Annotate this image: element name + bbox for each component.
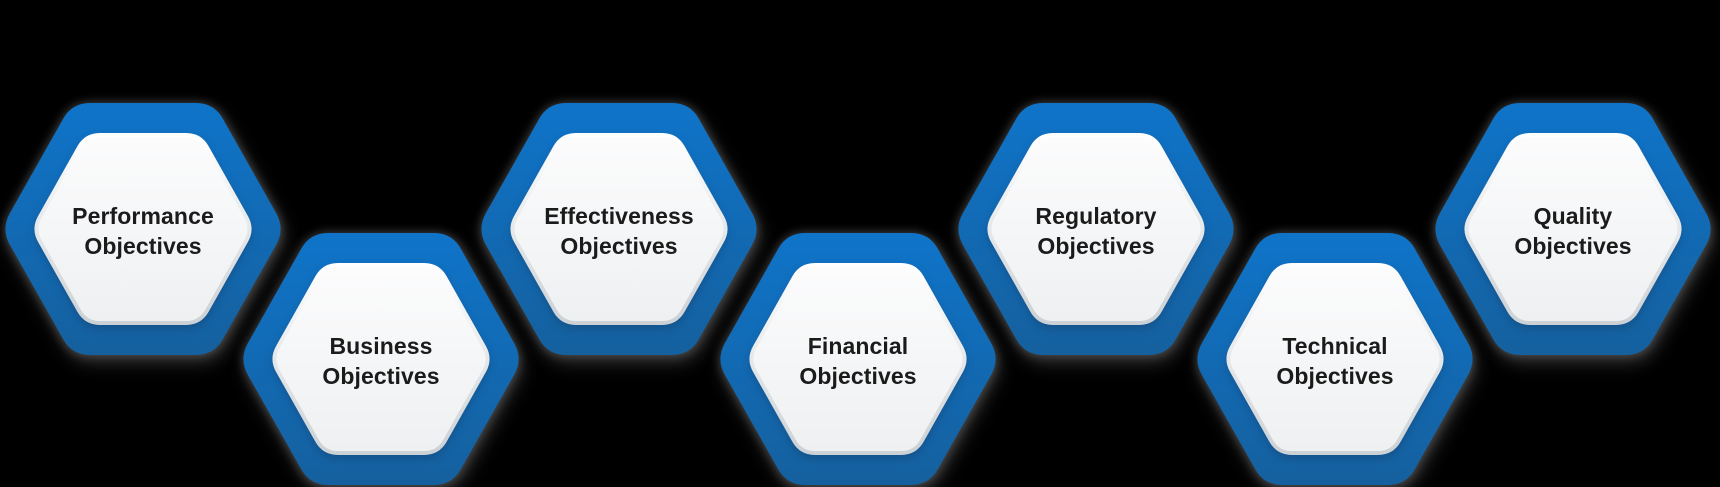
hexagon-shape [720, 233, 996, 485]
hexagon-shape [1197, 233, 1473, 485]
hexagon-quality-objectives: Quality Objectives [1431, 103, 1715, 355]
hexagon-inner-face [510, 133, 728, 325]
hexagon-shape [5, 103, 281, 355]
hexagon-inner-face [34, 133, 252, 325]
hexagon-effectiveness-objectives: Effectiveness Objectives [477, 103, 761, 355]
hexagon-business-objectives: Business Objectives [239, 233, 523, 485]
hexagon-inner-face [272, 263, 490, 455]
hexagon-shape [481, 103, 757, 355]
hexagon-inner-face [1464, 133, 1682, 325]
hexagon-inner-face [749, 263, 967, 455]
hexagon-inner-face [1226, 263, 1444, 455]
hexagon-inner-face [987, 133, 1205, 325]
hexagon-shape [958, 103, 1234, 355]
hexagon-shape [1435, 103, 1711, 355]
hexagon-shape [243, 233, 519, 485]
